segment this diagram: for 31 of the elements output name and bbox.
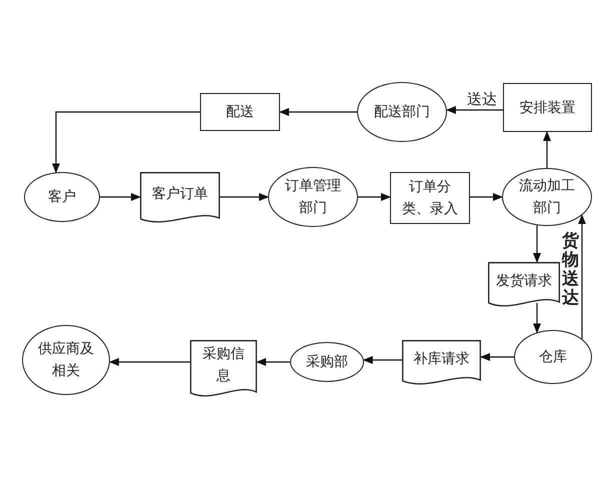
process-box: 订单分类、录入 <box>390 172 470 224</box>
process-ellipse: 仓库 <box>514 330 592 384</box>
arrow <box>543 131 551 168</box>
process-ellipse: 配送部门 <box>357 82 447 142</box>
process-box: 配送 <box>200 93 280 131</box>
arrow <box>533 225 541 263</box>
edge-label: 货物送达 <box>562 232 580 308</box>
document-shape: 采购信息 <box>190 340 257 398</box>
process-ellipse: 供应商及相关 <box>22 325 110 395</box>
edge-label: 送达 <box>467 90 497 108</box>
arrow <box>100 193 141 201</box>
process-ellipse: 客户 <box>24 172 100 222</box>
arrow <box>256 358 290 366</box>
arrow <box>220 193 269 201</box>
arrow <box>279 108 357 116</box>
arrow <box>362 356 402 364</box>
process-ellipse: 订单管理部门 <box>268 167 358 227</box>
arrow <box>108 358 190 366</box>
process-ellipse: 采购部 <box>290 342 364 382</box>
arrow <box>578 214 586 339</box>
arrow <box>358 193 391 201</box>
arrow <box>52 111 200 174</box>
document-shape: 发货请求 <box>488 262 560 308</box>
process-box: 安排装置 <box>503 83 592 132</box>
arrow <box>446 106 503 114</box>
process-ellipse: 流动加工部门 <box>502 168 592 226</box>
document-shape: 客户订单 <box>140 172 220 224</box>
document-shape: 补库请求 <box>402 340 481 386</box>
arrow <box>533 303 541 334</box>
arrow <box>470 193 503 201</box>
arrow <box>480 353 514 361</box>
